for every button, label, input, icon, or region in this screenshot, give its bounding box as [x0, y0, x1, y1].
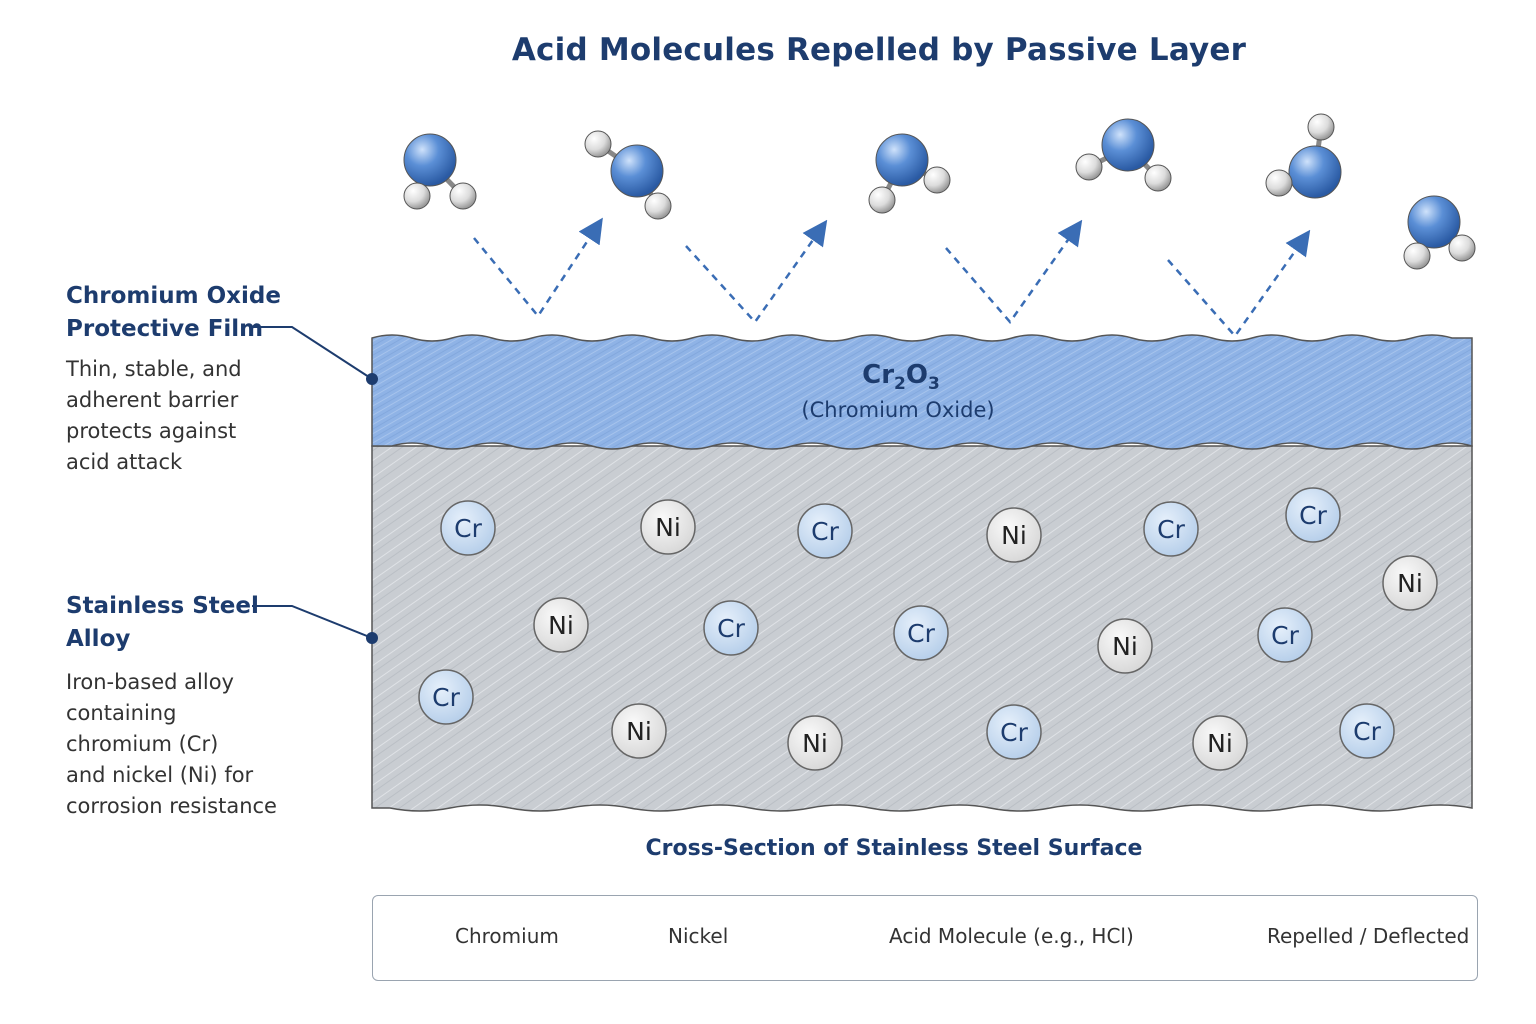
atom-label: Ni: [655, 513, 681, 542]
chromium-atom: Cr: [1285, 487, 1341, 543]
oxide-layer: [371, 334, 1473, 450]
oxide-name: (Chromium Oxide): [801, 398, 995, 422]
chromium-atom: Cr: [893, 605, 949, 661]
cross-section-caption: Cross-Section of Stainless Steel Surface: [645, 836, 1143, 861]
atom-label: Cr: [907, 619, 935, 648]
atom-label: Cr: [717, 614, 745, 643]
deflection-arrow: [685, 219, 828, 324]
acid-molecule: [1403, 195, 1476, 270]
acid-molecule: [868, 133, 951, 214]
film-leader-line: [252, 326, 378, 385]
alloy-leader-line: [252, 605, 378, 644]
acid-molecule: [1265, 113, 1342, 199]
legend-chromium-label: Chromium: [455, 924, 559, 948]
atom-label: Ni: [802, 729, 828, 758]
nickel-atom: Ni: [533, 597, 589, 653]
atom-label: Cr: [811, 517, 839, 546]
deflection-arrow: [473, 217, 603, 319]
nickel-atom: Ni: [1192, 715, 1248, 771]
atom-label: Cr: [1353, 717, 1381, 746]
atom-label: Ni: [1207, 729, 1233, 758]
chromium-atom: Cr: [703, 600, 759, 656]
nickel-atom: Ni: [611, 703, 667, 759]
diagram-title: Acid Molecules Repelled by Passive Layer: [511, 32, 1247, 68]
atom-label: Ni: [548, 611, 574, 640]
chromium-atom: Cr: [797, 503, 853, 559]
legend-nickel-label: Nickel: [668, 924, 729, 948]
chromium-atom: Cr: [1339, 703, 1395, 759]
film-heading: Chromium Oxide Protective Film: [66, 283, 281, 342]
deflection-arrows: [473, 217, 1311, 339]
atom-label: Cr: [1000, 718, 1028, 747]
legend: Chromium Nickel Acid Molecule (e.g., HCl…: [372, 895, 1478, 981]
legend-acid-label: Acid Molecule (e.g., HCl): [889, 924, 1134, 948]
nickel-atom: Ni: [986, 507, 1042, 563]
oxide-formula: Cr2O3: [862, 360, 940, 395]
acid-molecule: [1075, 118, 1172, 192]
deflection-arrow: [1167, 229, 1311, 339]
atom-label: Cr: [1299, 501, 1327, 530]
atom-label: Cr: [432, 683, 460, 712]
alloy-description: Iron-based alloy containing chromium (Cr…: [66, 670, 277, 818]
atom-label: Cr: [454, 514, 482, 543]
film-description: Thin, stable, and adherent barrier prote…: [66, 357, 242, 474]
atom-label: Cr: [1157, 515, 1185, 544]
chromium-atom: Cr: [440, 500, 496, 556]
atom-label: Ni: [1112, 632, 1138, 661]
chromium-atom: Cr: [1257, 607, 1313, 663]
chromium-atom: Cr: [1143, 501, 1199, 557]
nickel-atom: Ni: [1382, 555, 1438, 611]
atom-label: Cr: [1271, 621, 1299, 650]
acid-molecule: [403, 133, 477, 210]
deflection-arrow: [945, 219, 1083, 325]
atom-label: Ni: [1397, 569, 1423, 598]
acid-molecules: [403, 113, 1476, 270]
nickel-atom: Ni: [787, 715, 843, 771]
chromium-atom: Cr: [418, 669, 474, 725]
alloy-heading: Stainless Steel Alloy: [66, 593, 259, 652]
nickel-atom: Ni: [640, 499, 696, 555]
legend-repelled-label: Repelled / Deflected: [1267, 924, 1470, 948]
acid-molecule: [584, 130, 672, 220]
atom-label: Ni: [626, 717, 652, 746]
nickel-atom: Ni: [1097, 618, 1153, 674]
chromium-atom: Cr: [986, 704, 1042, 760]
atom-label: Ni: [1001, 521, 1027, 550]
